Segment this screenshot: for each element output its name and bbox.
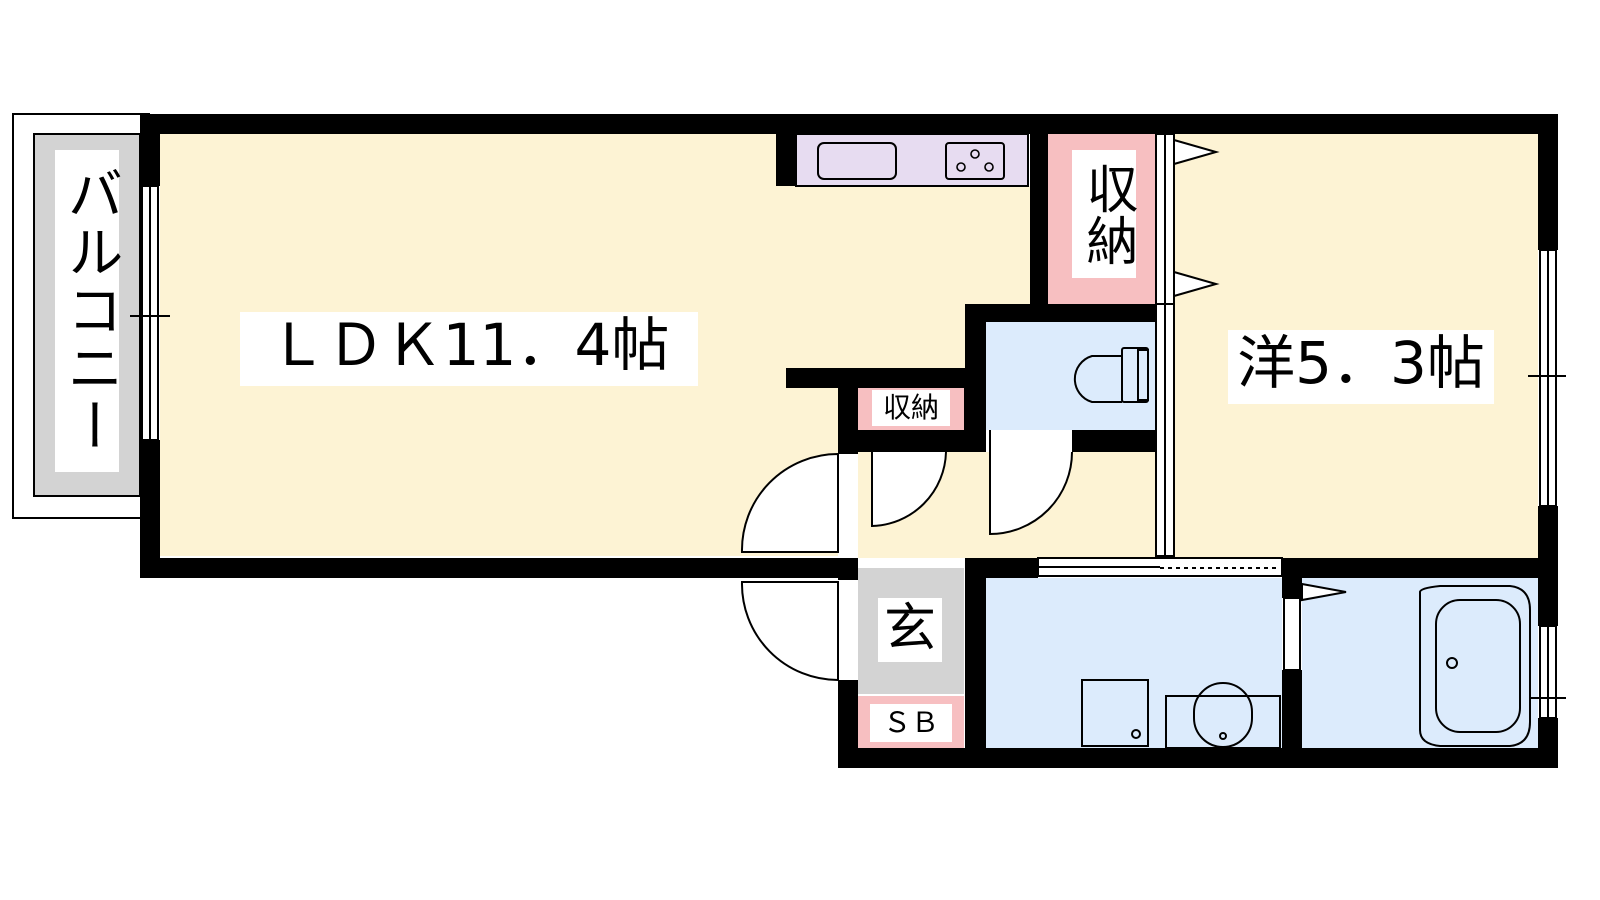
toilet-fixture <box>1073 347 1149 403</box>
balcony <box>12 113 150 519</box>
western-label-bg <box>1228 330 1494 404</box>
walls <box>140 114 1558 768</box>
windows <box>130 185 1566 719</box>
washing-machine <box>1081 679 1149 747</box>
storage-small-label-bg <box>872 390 950 426</box>
western-room-label: 洋5．3帖 <box>1237 329 1485 397</box>
bathtub <box>1419 585 1531 747</box>
doors <box>740 133 1347 682</box>
storage-large-label-bg <box>1072 150 1136 278</box>
ldk-label-bg <box>240 312 698 386</box>
shoe-box-label: ＳＢ <box>883 706 939 739</box>
ldk-label: ＬＤＫ11．4帖 <box>269 311 670 379</box>
shoe-box-label-bg <box>870 704 952 742</box>
kitchen-counter <box>795 133 1029 187</box>
storage-large-label: 収納 <box>1077 162 1137 266</box>
toilet-floor <box>986 322 1156 430</box>
washbasin <box>1165 682 1281 749</box>
entrance-label: 玄 <box>884 599 936 659</box>
storage-small-label: 収納 <box>883 391 939 424</box>
washroom-floor <box>986 578 1282 748</box>
balcony-label: バルコニー <box>58 165 123 455</box>
entrance-label-bg <box>878 598 942 662</box>
